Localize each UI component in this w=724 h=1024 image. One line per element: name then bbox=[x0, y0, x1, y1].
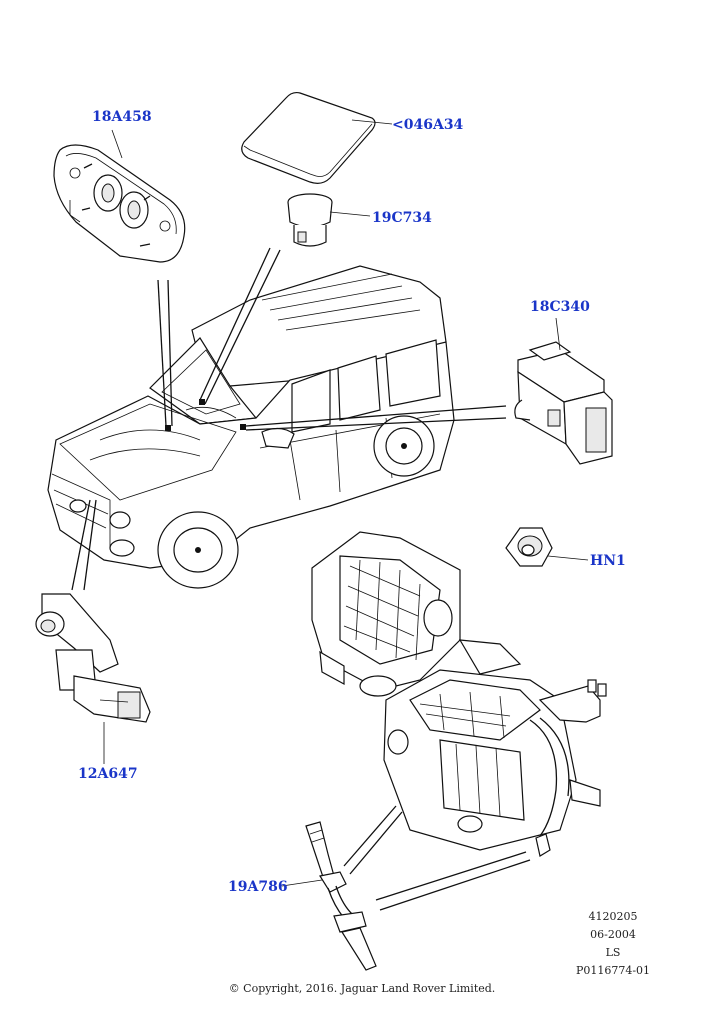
vehicle-drawing bbox=[47, 265, 455, 589]
leader-19A786-c bbox=[375, 851, 527, 901]
filter-pad-drawing bbox=[241, 91, 376, 184]
hvac-unit-drawing bbox=[311, 531, 607, 857]
copyright-notice: © Copyright, 2016. Jaguar Land Rover Lim… bbox=[228, 982, 496, 995]
leader-19A786-b bbox=[349, 811, 403, 875]
leader-18A458-a bbox=[157, 279, 167, 427]
leader-18C340-a bbox=[245, 405, 507, 427]
part-label-HN1[interactable]: HN1 bbox=[590, 553, 626, 569]
leader-19A786-a bbox=[343, 805, 397, 867]
leader-18C340 bbox=[555, 317, 561, 351]
part-label-18C340[interactable]: 18C340 bbox=[530, 299, 590, 315]
part-label-19A786[interactable]: 19A786 bbox=[228, 879, 288, 895]
reference-code: 4120205 bbox=[588, 910, 638, 923]
sensor-19C734-drawing bbox=[287, 193, 333, 247]
part-label-046A34[interactable]: <046A34 bbox=[392, 117, 464, 133]
leader-HN1 bbox=[547, 555, 589, 561]
leader-19C734 bbox=[329, 211, 371, 217]
leader-19C734-b bbox=[204, 249, 281, 405]
illustration-id: P0116774-01 bbox=[575, 964, 651, 977]
gasket-plate-drawing bbox=[53, 144, 186, 263]
reference-region: LS bbox=[605, 946, 621, 959]
part-label-19C734[interactable]: 19C734 bbox=[372, 210, 432, 226]
reference-date: 06-2004 bbox=[590, 928, 636, 941]
leader-19A786 bbox=[281, 879, 323, 887]
part-label-18A458[interactable]: 18A458 bbox=[92, 109, 152, 125]
leader-19C734-a bbox=[199, 247, 271, 401]
leader-12A647-b bbox=[83, 499, 97, 591]
leader-18A458-b bbox=[167, 279, 173, 427]
leader-18C340-b bbox=[245, 417, 507, 431]
leader-19A786-d bbox=[379, 859, 531, 911]
nut-HN1-drawing bbox=[505, 527, 553, 567]
sensor-19A786-drawing bbox=[305, 821, 377, 971]
leader-18A458 bbox=[111, 129, 123, 159]
part-label-12A647[interactable]: 12A647 bbox=[78, 766, 138, 782]
module-18C340-drawing bbox=[514, 341, 613, 465]
sensor-12A647-drawing bbox=[35, 593, 151, 723]
leader-12A647-a bbox=[71, 499, 91, 591]
leader-046A34 bbox=[351, 119, 393, 125]
